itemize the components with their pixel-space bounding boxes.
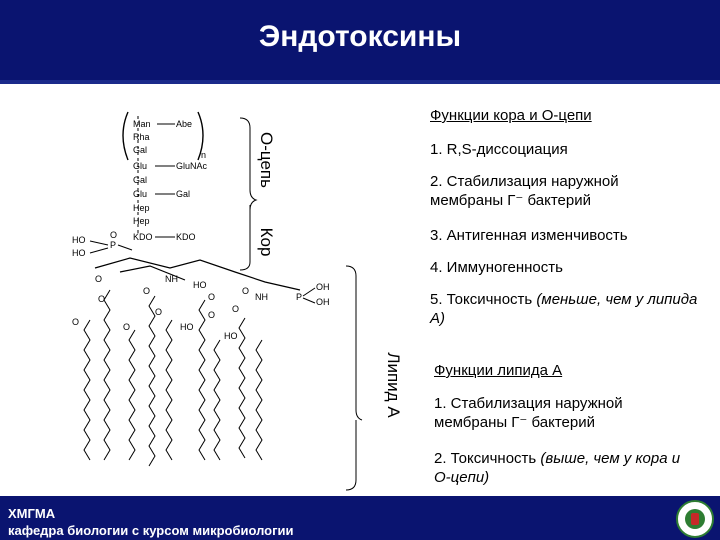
sugar-rha: Rha — [133, 132, 150, 142]
phosphate-ho: HO — [72, 235, 86, 245]
sugar-glu: Glu — [133, 189, 147, 199]
phosphate-oh: OH — [316, 297, 330, 307]
fatty-acid-chain — [198, 299, 206, 461]
phosphate-ho: HO — [72, 248, 86, 258]
item-text: 5. Токсичность — [430, 291, 533, 308]
lipid-a-functions-heading: Функции липида А — [434, 362, 563, 379]
item-note: (меньше, чем у липида А) — [430, 291, 698, 327]
phosphate-p: P — [296, 292, 302, 302]
lipid-a-bracket — [345, 265, 363, 421]
atom-nh: NH — [165, 274, 178, 284]
sugar-gal: Gal — [176, 189, 190, 199]
core-bracket — [239, 205, 251, 271]
sugar-hep: Hep — [133, 216, 150, 226]
lipid-a-function-item: 2. Токсичность (выше, чем у кора и О-цеп… — [434, 449, 694, 487]
atom-o: O — [208, 292, 215, 302]
academy-logo-icon — [676, 500, 714, 538]
fatty-acid-chain — [255, 339, 263, 461]
core-o-functions-heading: Функции кора и О-цепи — [430, 107, 592, 124]
fatty-acid-chain — [238, 317, 246, 459]
atom-o: O — [232, 304, 239, 314]
atom-o: O — [242, 286, 249, 296]
sugar-abe: Abe — [176, 119, 192, 129]
lipid-a-label: Липид А — [384, 352, 403, 418]
atom-o: O — [155, 307, 162, 317]
atom-o: O — [95, 274, 102, 284]
sugar-hep: Hep — [133, 203, 150, 213]
footer-org: ХМГМА — [8, 506, 56, 521]
sugar-glu: Glu — [133, 161, 147, 171]
item-note: (выше, чем у кора и О-цепи) — [434, 450, 681, 486]
o-chain-bracket — [239, 117, 258, 211]
phosphate-oh: OH — [316, 282, 330, 292]
repeat-n: n — [201, 150, 206, 160]
atom-ho: HO — [224, 331, 238, 341]
sugar-kdo: KDO — [176, 232, 196, 242]
phosphate-p: P — [110, 240, 116, 250]
repeat-bracket-right — [197, 111, 204, 161]
atom-ho: HO — [193, 280, 207, 290]
core-label: Кор — [257, 227, 276, 257]
fatty-acid-chain — [165, 319, 173, 461]
fatty-acid-chain — [128, 329, 136, 461]
sugar-gal: Gal — [133, 145, 147, 155]
atom-ho: HO — [180, 322, 194, 332]
sugar-kdo: KDO — [133, 232, 153, 242]
atom-o: O — [98, 294, 105, 304]
core-o-function-item: 5. Токсичность (меньше, чем у липида А) — [430, 290, 700, 328]
footer-bar — [0, 496, 720, 540]
atom-nh: NH — [255, 292, 268, 302]
fatty-acid-chain — [148, 295, 156, 467]
atom-o: O — [72, 317, 79, 327]
core-o-function-item: 4. Иммуногенность — [430, 259, 563, 276]
fatty-acid-chain — [103, 289, 111, 461]
core-o-function-item: 1. R,S-диссоциация — [430, 141, 568, 158]
core-o-function-item: 2. Стабилизация наружной мембраны Г⁻ бак… — [430, 173, 619, 209]
title-bar — [0, 0, 720, 84]
item-text: 2. Токсичность — [434, 450, 537, 467]
atom-o: O — [123, 322, 130, 332]
footer-dept: кафедра биологии с курсом микробиологии — [8, 523, 294, 538]
sugar-man: Man — [133, 119, 151, 129]
lipid-a-function-item: 1. Стабилизация наружной мембраны Г⁻ бак… — [434, 395, 623, 431]
o-chain-label: О-цепь — [257, 132, 276, 188]
atom-o: O — [208, 310, 215, 320]
core-o-function-item: 3. Антигенная изменчивость — [430, 227, 628, 244]
fatty-acid-chain — [83, 319, 91, 461]
page-title: Эндотоксины — [258, 20, 462, 53]
lps-structure-diagram: Man Abe Rha Gal n Glu GluNAc Gal Glu Gal… — [72, 111, 363, 491]
phosphate-o: O — [110, 230, 117, 240]
atom-o: O — [143, 286, 150, 296]
sugar-gal: Gal — [133, 175, 147, 185]
sugar-glunac: GluNAc — [176, 161, 208, 171]
fatty-acid-chain — [213, 339, 221, 461]
repeat-bracket-left — [122, 111, 129, 161]
